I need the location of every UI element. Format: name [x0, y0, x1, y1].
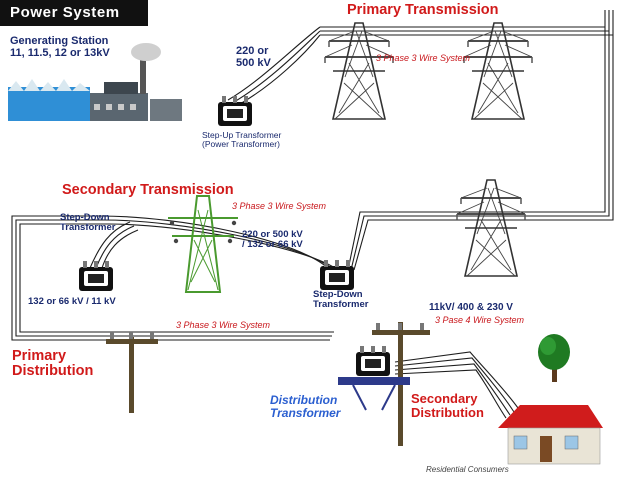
- secondary-distribution-heading: Secondary Distribution: [411, 391, 484, 420]
- house-icon: [498, 405, 603, 465]
- transformer-icon: [218, 96, 252, 126]
- secondary-transmission-heading: Secondary Transmission: [62, 182, 234, 198]
- transformer-icon: [356, 346, 390, 376]
- utility-pole-icon: [106, 332, 158, 413]
- voltage-132-66-label: 132 or 66 kV / 11 kV: [28, 296, 116, 307]
- tree-icon: [538, 334, 570, 382]
- step-down-right-label: Step-Down Transformer: [313, 289, 369, 310]
- distribution-transformer-label: Distribution Transformer: [270, 393, 341, 420]
- wire-system-low-label: 3 Phase 3 Wire System: [176, 320, 270, 330]
- voltage-mid-label: 220 or 500 kV / 132 or 66 kV: [242, 229, 303, 250]
- residential-consumers-label: Residential Consumers: [426, 465, 509, 474]
- wire-system-mid-label: 3 Phase 3 Wire System: [232, 201, 326, 211]
- step-up-transformer-label: Step-Up Transformer (Power Transformer): [202, 130, 282, 149]
- power-lines: [11, 10, 614, 419]
- transmission-tower-icon: [463, 22, 533, 120]
- wire-system-4wire-label: 3 Pase 4 Wire System: [435, 315, 524, 325]
- transmission-tower-icon: [456, 179, 526, 277]
- transformer-icon: [320, 260, 354, 290]
- transformer-icon: [79, 261, 113, 291]
- transmission-tower-icon: [324, 22, 394, 120]
- wire-system-top-label: 3 Phase 3 Wire System: [376, 53, 470, 63]
- primary-distribution-heading: Primary Distribution: [12, 348, 94, 380]
- generating-station-label: Generating Station 11, 11.5, 12 or 13kV: [10, 35, 110, 59]
- page-title: Power System: [10, 4, 120, 21]
- utility-pole-icon: [338, 322, 430, 446]
- title-badge: Power System: [0, 0, 148, 26]
- step-down-left-label: Step-Down Transformer: [60, 212, 116, 233]
- voltage-220-500-label: 220 or 500 kV: [236, 45, 271, 69]
- transmission-tower-icon: [168, 195, 238, 293]
- primary-transmission-heading: Primary Transmission: [347, 2, 499, 18]
- voltage-11kv-label: 11kV/ 400 & 230 V: [429, 302, 513, 313]
- power-plant-icon: [8, 43, 182, 121]
